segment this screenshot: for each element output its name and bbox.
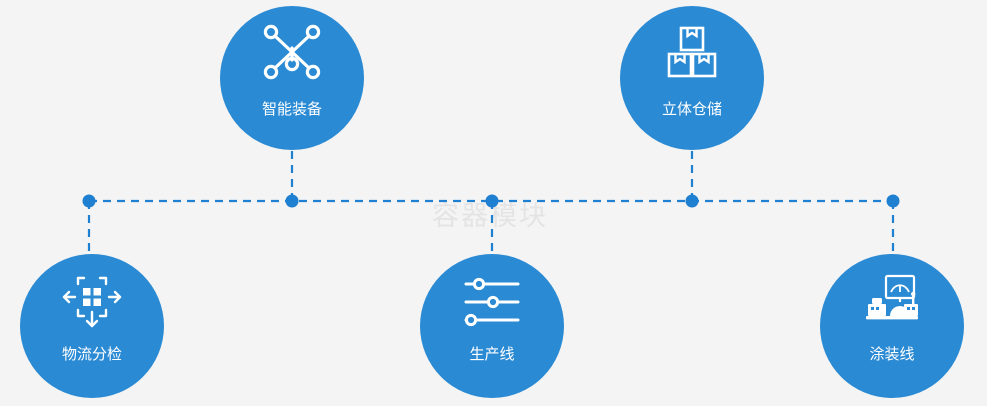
network-nodes-icon <box>263 24 321 80</box>
node-label: 涂装线 <box>869 346 914 363</box>
node-zhinengzhuangbei[interactable]: 智能装备 <box>220 6 364 150</box>
sliders-icon <box>464 277 520 327</box>
trunk-dot-3[interactable] <box>485 194 499 208</box>
stacked-boxes-icon <box>667 26 717 78</box>
node-label: 智能装备 <box>262 100 322 118</box>
node-circle[interactable] <box>220 6 364 150</box>
sorting-scan-arrows-icon <box>62 276 122 328</box>
node-circle[interactable] <box>420 254 564 398</box>
trunk-dot-2[interactable] <box>285 194 299 208</box>
trunk-dot-1[interactable] <box>82 194 96 208</box>
node-circle[interactable] <box>620 6 764 150</box>
node-liticangchu[interactable]: 立体仓储 <box>620 6 764 150</box>
node-shengchanxian[interactable]: 生产线 <box>420 254 564 398</box>
trunk-dot-5[interactable] <box>886 194 900 208</box>
node-label: 生产线 <box>469 346 514 363</box>
paint-line-machine-icon <box>866 274 918 320</box>
node-tuzhuangxian[interactable]: 涂装线 <box>820 254 964 398</box>
node-circle[interactable] <box>820 254 964 398</box>
node-wuliufenjian[interactable]: 物流分检 <box>20 254 164 398</box>
node-label: 立体仓储 <box>662 101 722 118</box>
node-label: 物流分检 <box>62 346 122 363</box>
trunk-dot-4[interactable] <box>685 194 699 208</box>
